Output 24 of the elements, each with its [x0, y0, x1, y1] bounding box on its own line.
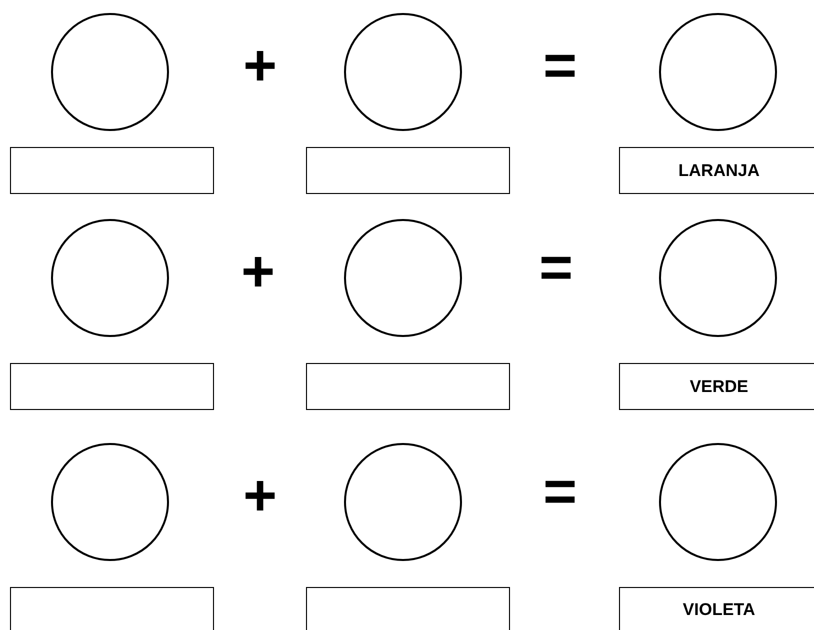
- color-name-box: VIOLETA: [619, 587, 814, 630]
- answer-box: [306, 587, 510, 630]
- color-circle: [344, 219, 462, 337]
- color-circle: [659, 13, 777, 131]
- color-circle: [51, 13, 169, 131]
- equals-sign: =: [543, 463, 577, 521]
- equals-sign: =: [539, 239, 573, 297]
- color-circle: [344, 13, 462, 131]
- color-circle: [659, 219, 777, 337]
- color-circle: [51, 443, 169, 561]
- color-name-box: VERDE: [619, 363, 814, 410]
- answer-box: [306, 147, 510, 194]
- plus-sign: +: [243, 467, 277, 525]
- answer-box: [10, 587, 214, 630]
- color-name-box: LARANJA: [619, 147, 814, 194]
- color-circle: [344, 443, 462, 561]
- answer-box: [306, 363, 510, 410]
- color-circle: [659, 443, 777, 561]
- answer-box: [10, 363, 214, 410]
- plus-sign: +: [243, 37, 277, 95]
- plus-sign: +: [241, 243, 275, 301]
- color-circle: [51, 219, 169, 337]
- answer-box: [10, 147, 214, 194]
- equals-sign: =: [543, 37, 577, 95]
